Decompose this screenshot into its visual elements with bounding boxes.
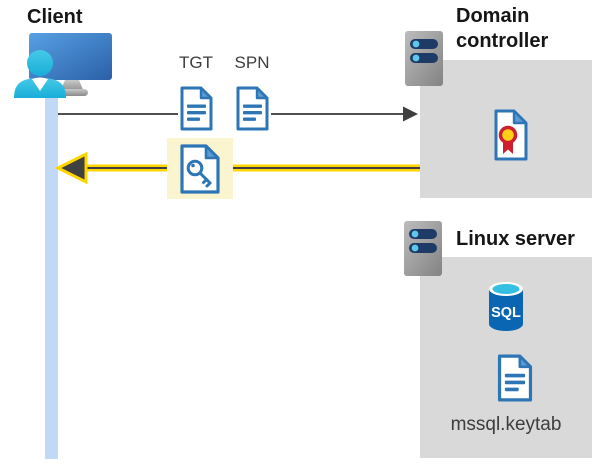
tgt-label: TGT <box>179 53 213 72</box>
certificate-icon <box>494 109 528 161</box>
domain-controller-title: Domain controller <box>456 5 549 52</box>
client-lifeline <box>45 96 58 459</box>
service-ticket-highlight <box>167 138 233 199</box>
keytab-document-icon <box>497 354 533 402</box>
client-title: Client <box>27 6 83 28</box>
keytab-file-label: mssql.keytab <box>450 414 562 435</box>
key-document-icon <box>180 143 220 194</box>
arrow-right-gray <box>58 106 418 122</box>
client-user-workstation-icon <box>14 33 112 98</box>
spn-label: SPN <box>234 53 270 72</box>
sql-badge-text: SQL <box>491 305 521 321</box>
spn-document-icon <box>236 86 269 131</box>
linux-server-server-icon <box>404 221 442 276</box>
arrow-left-yellow <box>54 151 420 185</box>
domain-controller-server-icon <box>405 31 443 86</box>
sql-database-icon: SQL <box>489 282 523 331</box>
person-icon <box>14 50 66 98</box>
key-icon <box>186 159 212 187</box>
linux-server-title: Linux server <box>456 228 575 250</box>
tgt-document-icon <box>180 86 213 131</box>
